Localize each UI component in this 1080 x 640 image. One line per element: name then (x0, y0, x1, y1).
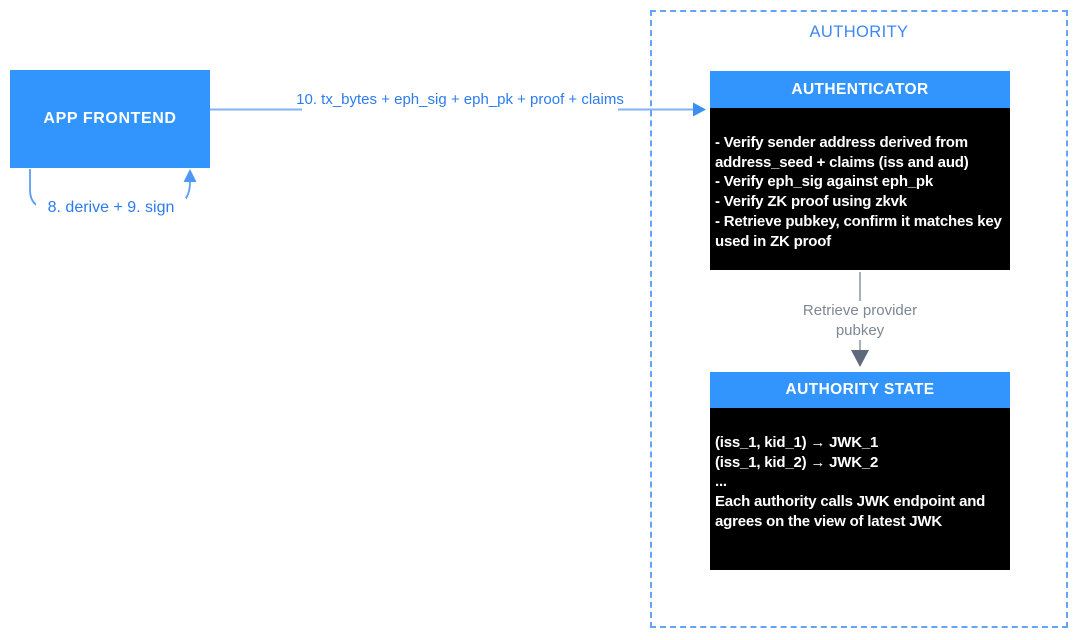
app-frontend-label: APP FRONTEND (43, 110, 177, 127)
app-frontend-box: APP FRONTEND (10, 70, 210, 168)
authority-state-title: AUTHORITY STATE (710, 372, 1010, 408)
tx-arrow-label: 10. tx_bytes + eph_sig + eph_pk + proof … (296, 91, 624, 108)
authenticator-box: AUTHENTICATOR - Verify sender address de… (710, 71, 1010, 270)
retrieve-pubkey-label: Retrieve provider pubkey (785, 301, 935, 340)
authenticator-title: AUTHENTICATOR (710, 71, 1010, 108)
authenticator-body: - Verify sender address derived from add… (710, 108, 1010, 270)
authority-label: AUTHORITY (809, 23, 909, 41)
authority-state-box: AUTHORITY STATE (iss_1, kid_1) → JWK_1 (… (710, 372, 1010, 570)
derive-sign-label: 8. derive + 9. sign (36, 198, 186, 218)
authority-container: AUTHORITY (650, 10, 1068, 628)
authority-state-body: (iss_1, kid_1) → JWK_1 (iss_1, kid_2) → … (710, 408, 1010, 570)
